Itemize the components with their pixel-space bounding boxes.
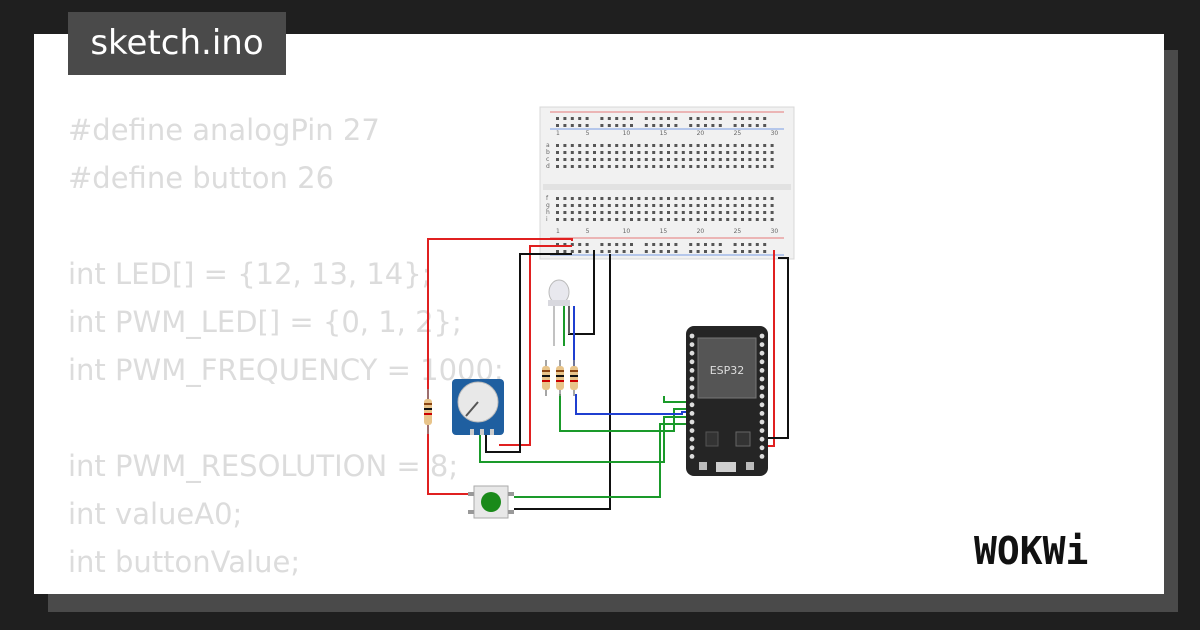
breadboard-row-letter: b xyxy=(546,149,550,156)
resistors xyxy=(424,360,578,434)
rgb-led xyxy=(548,279,570,346)
file-tab[interactable]: sketch.ino xyxy=(68,12,286,75)
wire-green xyxy=(514,423,691,498)
wire-black xyxy=(568,250,595,335)
breadboard-col-number: 20 xyxy=(697,228,705,235)
code-line: #define analogPin 27 xyxy=(68,113,380,147)
wire-red xyxy=(499,245,572,446)
code-line: int PWM_LED[] = {0, 1, 2}; xyxy=(68,305,462,339)
breadboard-col-number: 20 xyxy=(697,130,705,137)
breadboard-col-number: 5 xyxy=(586,228,590,235)
code-line: int PWM_RESOLUTION = 8; xyxy=(68,449,459,483)
wire-blue xyxy=(575,394,691,415)
code-line: int LED[] = {12, 13, 14}; xyxy=(68,257,432,291)
esp32-board: ESP32 xyxy=(686,326,768,476)
esp32-label: ESP32 xyxy=(710,364,745,377)
wire-green xyxy=(663,396,691,403)
wire-green xyxy=(559,394,691,432)
breadboard-col-number: 15 xyxy=(660,228,668,235)
breadboard-col-number: 5 xyxy=(586,130,590,137)
wire-green xyxy=(479,416,691,463)
wire-black xyxy=(514,254,611,510)
preview-card: #define analogPin 27 #define button 26 i… xyxy=(34,34,1164,594)
breadboard-row-letter: h xyxy=(546,209,550,216)
breadboard-row-letter: a xyxy=(546,142,550,149)
breadboard-col-number: 1 xyxy=(556,130,560,137)
wokwi-logo: WOKWi xyxy=(974,530,1088,573)
breadboard-col-number: 1 xyxy=(556,228,560,235)
breadboard-col-number: 30 xyxy=(771,130,779,137)
breadboard-row-letter: f xyxy=(546,195,549,202)
breadboard-col-number: 30 xyxy=(771,228,779,235)
wire-red xyxy=(427,238,573,495)
button-cap[interactable] xyxy=(481,492,501,512)
wokwi-logo-text: WOKWi xyxy=(974,530,1088,573)
code-line: int valueA0; xyxy=(68,497,243,531)
breadboard-col-number: 25 xyxy=(734,228,742,235)
breadboard-col-number: 15 xyxy=(660,130,668,137)
breadboard-col-number: 25 xyxy=(734,130,742,137)
breadboard-row-letter: g xyxy=(546,202,550,209)
breadboard-col-number: 10 xyxy=(623,228,631,235)
push-button[interactable] xyxy=(468,485,514,519)
breadboard-row-letter: i xyxy=(546,216,548,223)
wire-black xyxy=(762,257,789,439)
potentiometer xyxy=(452,379,504,435)
code-line: #define button 26 xyxy=(68,161,335,195)
breadboard-row-letter: c xyxy=(546,156,549,163)
breadboard-col-number: 10 xyxy=(623,130,631,137)
wires xyxy=(427,238,789,510)
code-line: int xyxy=(68,586,504,594)
wire-black xyxy=(485,432,520,453)
breadboard-row-letter: d xyxy=(546,163,550,170)
code-editor: #define analogPin 27 #define button 26 i… xyxy=(68,106,504,594)
code-line: int buttonValue; xyxy=(68,545,301,579)
